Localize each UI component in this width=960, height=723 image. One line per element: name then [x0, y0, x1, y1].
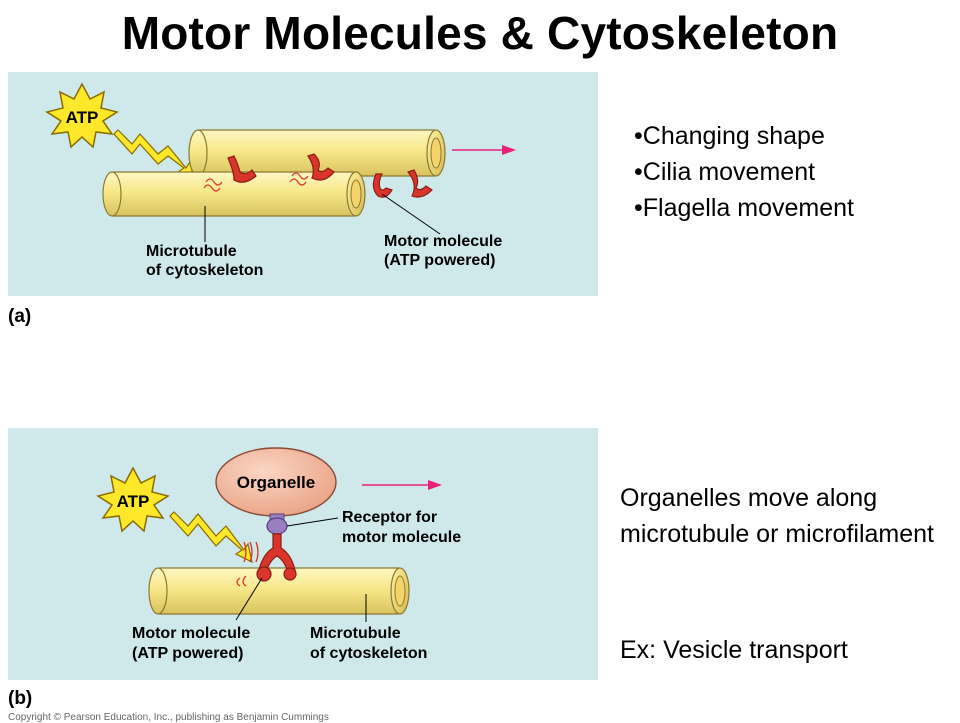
- label-microtubule-b: of cytoskeleton: [310, 645, 427, 662]
- bullet-item: Flagella movement: [634, 190, 854, 226]
- motion-squiggle-icon: [203, 172, 309, 192]
- atp-label-a: ATP: [66, 108, 99, 127]
- bullet-list: Changing shape Cilia movement Flagella m…: [634, 118, 854, 226]
- motor-molecule-icon: [227, 153, 433, 198]
- label-microtubule-b: Microtubule: [310, 625, 401, 642]
- label-motor-b: (ATP powered): [132, 645, 243, 662]
- label-microtubule-a: Microtubule: [146, 243, 237, 260]
- microtubule-back-icon: [188, 129, 446, 177]
- direction-arrow-icon: [452, 145, 516, 155]
- leader-line: [235, 577, 263, 621]
- panel-letter-b: (b): [8, 688, 33, 709]
- motor-molecule-icon: [256, 533, 297, 582]
- bullet-item: Changing shape: [634, 118, 854, 154]
- label-microtubule-a: of cytoskeleton: [146, 262, 263, 279]
- label-receptor: motor molecule: [342, 529, 461, 546]
- atp-burst-icon: ATP: [45, 82, 119, 149]
- organelle-icon: Organelle: [215, 447, 337, 517]
- leader-line: [286, 517, 339, 527]
- label-motor-a: (ATP powered): [384, 252, 495, 269]
- atp-label-b: ATP: [117, 492, 150, 511]
- diagram-a-drawing: ATP: [45, 82, 516, 279]
- diagram-b-drawing: ATP Organelle: [96, 447, 461, 662]
- bullet-item: Cilia movement: [634, 154, 854, 190]
- description-text: Organelles move along microtubule or mic…: [620, 484, 934, 548]
- receptor-icon: [266, 513, 288, 535]
- organelle-label: Organelle: [237, 473, 315, 492]
- microtubule-icon: [148, 567, 410, 615]
- label-motor-b: Motor molecule: [132, 625, 250, 642]
- microtubule-front-icon: [102, 171, 366, 217]
- motion-squiggle-icon: [236, 541, 259, 587]
- diagram-panel-b: ATP Organelle: [8, 428, 598, 680]
- label-motor-a: Motor molecule: [384, 233, 502, 250]
- leader-line: [381, 193, 441, 235]
- example-text: Ex: Vesicle transport: [620, 636, 848, 664]
- panel-letter-a: (a): [8, 306, 32, 327]
- energy-bolt-icon: [169, 511, 253, 564]
- atp-burst-icon: ATP: [96, 466, 170, 533]
- diagram-panel-a: ATP: [8, 72, 598, 296]
- direction-arrow-icon: [362, 480, 442, 490]
- label-receptor: Receptor for: [342, 509, 437, 526]
- copyright-text: Copyright © Pearson Education, Inc., pub…: [8, 712, 329, 723]
- page-title: Motor Molecules & Cytoskeleton: [121, 7, 839, 59]
